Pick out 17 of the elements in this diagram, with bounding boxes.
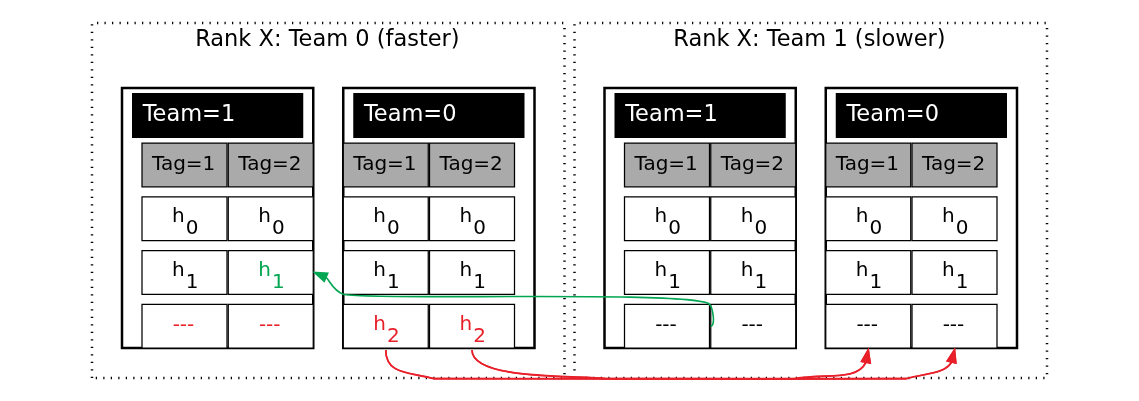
node-box: --- <box>141 303 228 349</box>
node-box: Tag=2 <box>227 142 314 188</box>
node-box: Tag=1 <box>342 142 429 188</box>
node-box: --- <box>825 303 912 349</box>
node-box: Tag=2 <box>911 142 998 188</box>
node-box: Tag=1 <box>141 142 228 188</box>
arrow <box>384 347 872 380</box>
node-box: Tag=1 <box>825 142 912 188</box>
node-box: Tag=1 <box>623 142 711 188</box>
node-box: --- <box>710 303 797 349</box>
node-box: Tag=2 <box>428 142 516 188</box>
arrow <box>471 347 957 380</box>
arrow <box>312 271 715 327</box>
node-box: --- <box>623 303 711 349</box>
node-box: --- <box>911 303 998 349</box>
node-box: Tag=2 <box>710 142 797 188</box>
node-box: --- <box>227 303 314 349</box>
